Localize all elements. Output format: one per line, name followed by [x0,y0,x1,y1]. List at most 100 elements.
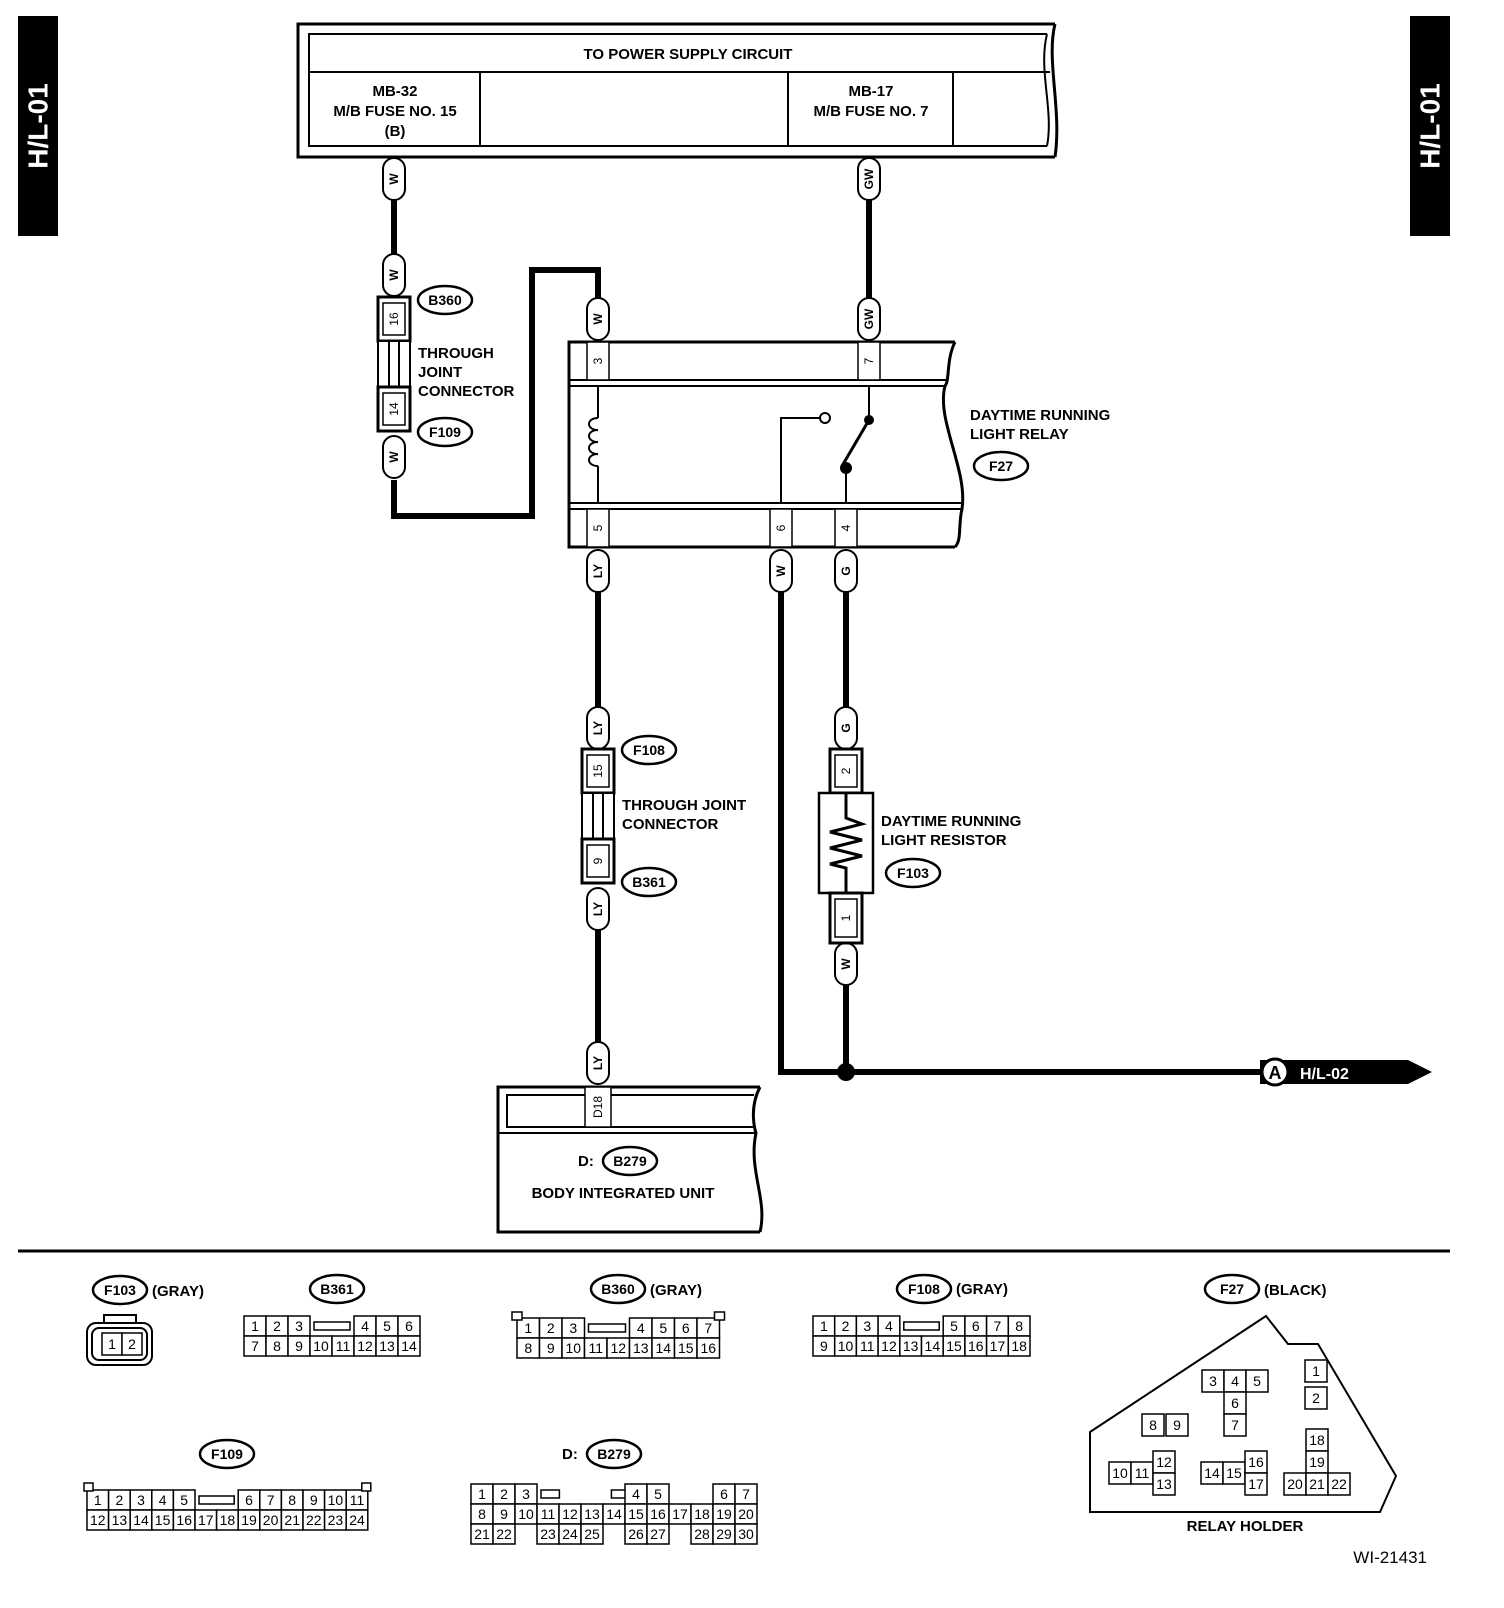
f109-pin: 14 [387,402,401,416]
f108-pin-13: 13 [899,1335,923,1357]
biu-label: BODY INTEGRATED UNIT [532,1185,715,1202]
legend-f108-id [895,1273,953,1305]
svg-text:2: 2 [547,1320,555,1336]
f103-connector-id [884,857,942,889]
legend-f103-id [91,1274,149,1306]
svg-text:12: 12 [610,1340,626,1356]
svg-text:2: 2 [842,1318,850,1334]
figure-code: WI-21431 [1353,1548,1427,1567]
svg-text:8: 8 [478,1506,486,1522]
legend-f103-color: (GRAY) [152,1283,204,1300]
connector-latch [587,1323,627,1333]
svg-text:16: 16 [700,1340,716,1356]
b360-connector-id [416,284,474,316]
f109-pin-17: 17 [194,1509,218,1531]
f27-pin-17: 17 [1244,1472,1268,1496]
svg-text:24: 24 [562,1526,578,1542]
wire-label-ly-biu: LY [586,1041,610,1085]
wire-label-ly-relay5: LY [586,549,610,593]
fuse-15-line2: M/B FUSE NO. 15 [333,103,456,120]
svg-text:13: 13 [584,1506,600,1522]
b361-pin-14: 14 [397,1335,421,1357]
svg-text:24: 24 [349,1512,365,1528]
b279-pin-24: 24 [558,1523,582,1545]
f109-pin-6: 6 [237,1489,261,1511]
legend-f27-color: (BLACK) [1264,1282,1326,1299]
f108-pin-11: 11 [855,1335,879,1357]
legend-b361-id [308,1273,366,1305]
b279-pin-7: 7 [734,1483,758,1505]
wire-label-w-resistor: W [834,942,858,986]
relay-holder-outline [1089,1314,1398,1513]
f108-connector-id [620,734,678,766]
svg-text:12: 12 [881,1338,897,1354]
b361-pin-13: 13 [375,1335,399,1357]
svg-text:21: 21 [474,1526,490,1542]
b279-pin-4: 4 [624,1483,648,1505]
connector-latch [540,1489,561,1499]
f109-pin-18: 18 [215,1509,239,1531]
tab-right: H/L-01 [1410,16,1450,236]
b361-pin-7: 7 [243,1335,267,1357]
svg-text:11: 11 [350,1492,365,1508]
b360-pin-4: 4 [628,1317,653,1339]
svg-text:12: 12 [357,1338,373,1354]
biu-pin: D18 [591,1096,605,1118]
svg-text:8: 8 [273,1338,281,1354]
link-to-hl-02: A H/L-02 [1260,1057,1432,1087]
svg-text:9: 9 [500,1506,508,1522]
relay-switch-icon [780,386,874,503]
f109-pin-5: 5 [172,1489,196,1511]
svg-text:16: 16 [968,1338,984,1354]
svg-text:B279: B279 [613,1153,647,1169]
f109-pin-23: 23 [323,1509,347,1531]
wire-label-gw-top: GW [857,157,881,201]
b361-pin-11: 11 [331,1335,355,1357]
svg-text:18: 18 [1011,1338,1027,1354]
f108-pin-3: 3 [855,1315,879,1337]
svg-text:6: 6 [1231,1395,1239,1411]
svg-text:2: 2 [273,1318,281,1334]
b361-pin-6: 6 [397,1315,421,1337]
svg-text:14: 14 [925,1338,941,1354]
svg-text:11: 11 [588,1340,603,1356]
b360-pin-5: 5 [651,1317,676,1339]
svg-text:14: 14 [401,1338,417,1354]
b279-pin-20: 20 [734,1503,758,1525]
svg-text:10: 10 [518,1506,534,1522]
f27-pin-5: 5 [1245,1369,1269,1393]
svg-text:9: 9 [310,1492,318,1508]
svg-text:LY: LY [591,902,605,916]
b279-pin-27: 27 [646,1523,670,1545]
b279-pin-21: 21 [470,1523,494,1545]
svg-text:26: 26 [628,1526,644,1542]
svg-text:5: 5 [180,1492,188,1508]
b361-pin-4: 4 [353,1315,377,1337]
svg-text:3: 3 [1209,1373,1217,1389]
resistor-label-1: DAYTIME RUNNING [881,813,1021,830]
f109-pin-19: 19 [237,1509,261,1531]
svg-text:LY: LY [591,1056,605,1070]
svg-text:1: 1 [820,1318,828,1334]
f109-pin-15: 15 [151,1509,175,1531]
relay-coil-icon [588,386,599,503]
f27-pin-21: 21 [1305,1472,1329,1496]
svg-text:29: 29 [716,1526,732,1542]
f27-pin-3: 3 [1201,1369,1225,1393]
svg-text:14: 14 [606,1506,622,1522]
svg-text:7: 7 [704,1320,712,1336]
wire-label-ly-b361: LY [586,887,610,931]
f27-pin-13: 13 [1152,1472,1176,1496]
svg-text:1: 1 [251,1318,259,1334]
b361-pin: 9 [591,857,605,864]
svg-text:4: 4 [885,1318,893,1334]
svg-text:15: 15 [628,1506,644,1522]
svg-text:7: 7 [251,1338,259,1354]
svg-text:27: 27 [650,1526,666,1542]
svg-text:8: 8 [288,1492,296,1508]
b279-pin-10: 10 [514,1503,538,1525]
wire-label-ly-f108: LY [586,706,610,750]
svg-text:10: 10 [838,1338,854,1354]
